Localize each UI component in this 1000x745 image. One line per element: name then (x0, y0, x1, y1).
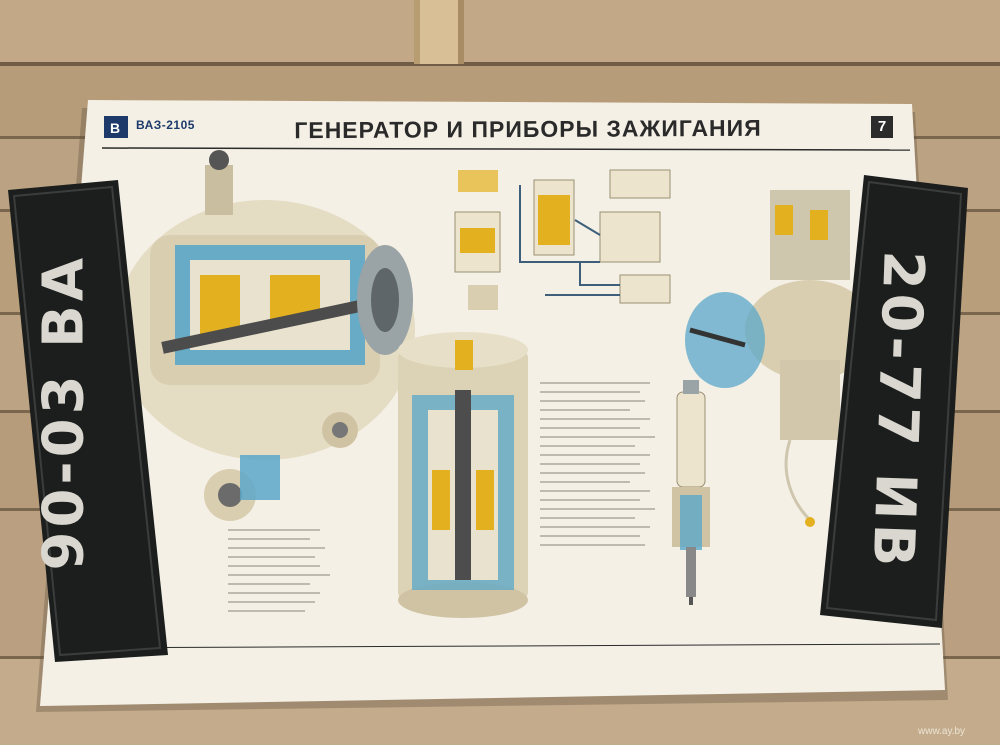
ignition-wiring-diagram (454, 169, 671, 310)
poster-brand: ВАЗ-2105 (136, 118, 195, 132)
license-plate-right (820, 175, 968, 628)
plate-left-number: 90-03 ВА (31, 253, 97, 571)
watermark: www.ay.by (918, 726, 966, 737)
spark-plug-illustration (672, 380, 710, 605)
svg-text:В: В (110, 120, 120, 136)
parts-legend (228, 382, 655, 612)
alternator-illustration (115, 150, 415, 521)
ignition-coil-illustration (398, 332, 528, 618)
poster-title: ГЕНЕРАТОР И ПРИБОРЫ ЗАЖИГАНИЯ (294, 114, 762, 144)
license-plate-left (8, 180, 168, 662)
distributor-illustration (685, 190, 875, 527)
plate-right-number: 20-77 ИВ (859, 249, 936, 572)
sheet-number: 7 (877, 118, 887, 135)
